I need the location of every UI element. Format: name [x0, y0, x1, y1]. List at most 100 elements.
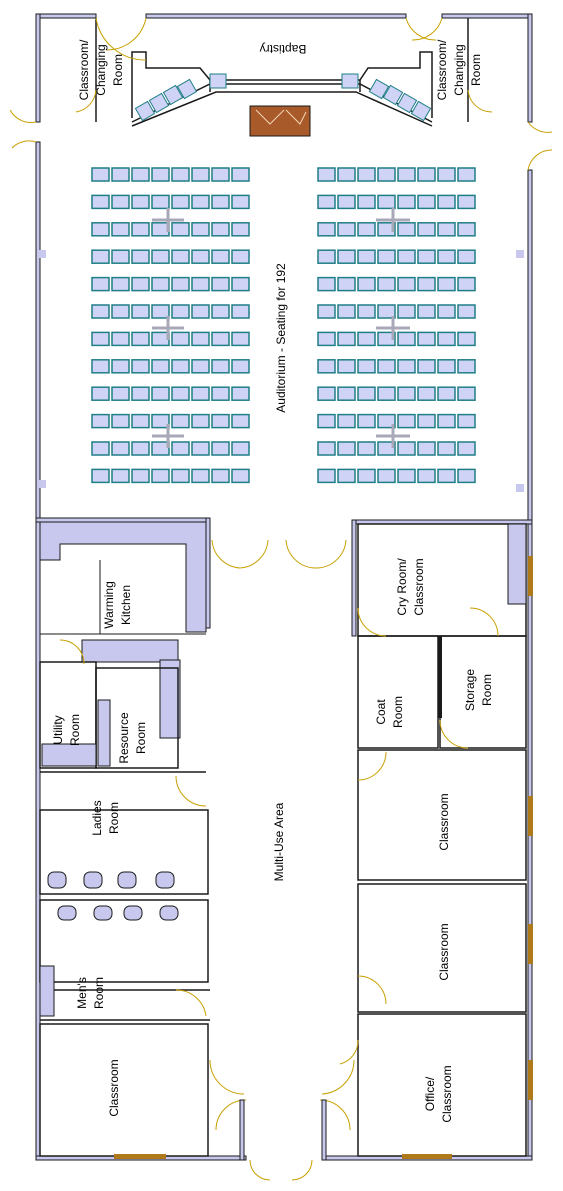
label-multi-use: Multi-Use Area: [272, 802, 286, 881]
seat: [151, 167, 170, 182]
seat: [111, 194, 130, 210]
seat: [437, 386, 456, 401]
seat: [337, 276, 356, 292]
seat: [437, 222, 456, 237]
seat: [191, 276, 210, 292]
seat: [91, 249, 110, 264]
seat: [437, 304, 456, 319]
seat: [191, 468, 210, 484]
label-classroom-changing-left-3: Room: [111, 54, 125, 86]
seat: [437, 249, 456, 264]
seat: [211, 167, 230, 182]
seat: [377, 249, 396, 264]
seat: [357, 167, 376, 182]
seat: [211, 441, 230, 456]
seat: [357, 468, 376, 484]
seat: [151, 304, 170, 319]
seat: [111, 276, 130, 292]
seat: [171, 249, 190, 264]
seat: [377, 276, 396, 292]
seat: [377, 194, 396, 210]
seat: [191, 441, 210, 456]
seat: [457, 167, 476, 182]
seat: [151, 222, 170, 237]
right-doors: [339, 607, 499, 1065]
seat: [337, 331, 356, 347]
seat: [191, 167, 210, 182]
entry-doors: [209, 1059, 355, 1181]
seat: [317, 194, 336, 210]
seat: [191, 413, 210, 429]
seat: [171, 359, 190, 374]
seat: [337, 441, 356, 456]
seat: [151, 441, 170, 456]
seat: [111, 441, 130, 456]
warming-kitchen: [39, 521, 207, 739]
restroom-doors: [59, 639, 207, 1017]
seat: [437, 276, 456, 292]
label-office-classroom-1: Office/: [423, 1076, 437, 1111]
seat: [317, 359, 336, 374]
seat: [457, 468, 476, 484]
seat: [397, 304, 416, 319]
seat: [377, 468, 396, 484]
seat: [337, 468, 356, 484]
seat: [397, 468, 416, 484]
seat: [457, 222, 476, 237]
seat: [397, 167, 416, 182]
seat: [131, 359, 150, 374]
classroom-bottom-left-walls: [39, 1023, 209, 1157]
seat: [231, 468, 250, 484]
seat: [317, 304, 336, 319]
seat: [111, 413, 130, 429]
seat: [397, 276, 416, 292]
seat: [357, 249, 376, 264]
seat: [317, 222, 336, 237]
seat: [337, 386, 356, 401]
seat: [111, 249, 130, 264]
seat: [377, 167, 396, 182]
seat: [111, 359, 130, 374]
seat: [111, 386, 130, 401]
label-storage-room-2: Room: [480, 674, 494, 706]
label-classroom-changing-right-3: Room: [469, 54, 483, 86]
label-classroom-changing-right-2: Changing: [452, 44, 466, 95]
seat: [417, 441, 436, 456]
seat: [151, 331, 170, 347]
seat: [91, 276, 110, 292]
top-doors: [9, 17, 553, 171]
seat: [317, 413, 336, 429]
seat: [397, 359, 416, 374]
seat: [437, 359, 456, 374]
seat: [211, 194, 230, 210]
seat: [131, 167, 150, 182]
label-coat-room-1: Coat: [374, 699, 388, 725]
seat: [317, 331, 336, 347]
seat: [231, 194, 250, 210]
seat: [151, 359, 170, 374]
seat: [437, 413, 456, 429]
utility-resource-walls: [39, 661, 206, 773]
seat: [91, 304, 110, 319]
seat: [417, 413, 436, 429]
seat: [211, 276, 230, 292]
seat: [151, 194, 170, 210]
seat: [191, 331, 210, 347]
seat: [337, 249, 356, 264]
label-resource-room-1: Resource: [117, 712, 131, 764]
label-classroom-changing-right-1: Classroom/: [435, 39, 449, 100]
seat: [397, 249, 416, 264]
seat: [131, 194, 150, 210]
seat: [437, 441, 456, 456]
seat: [211, 331, 230, 347]
seat: [231, 276, 250, 292]
seat: [111, 331, 130, 347]
seat: [417, 331, 436, 347]
label-coat-room-2: Room: [391, 696, 405, 728]
seat: [171, 276, 190, 292]
seat: [317, 441, 336, 456]
seat: [231, 413, 250, 429]
seat: [191, 304, 210, 319]
seat: [417, 359, 436, 374]
